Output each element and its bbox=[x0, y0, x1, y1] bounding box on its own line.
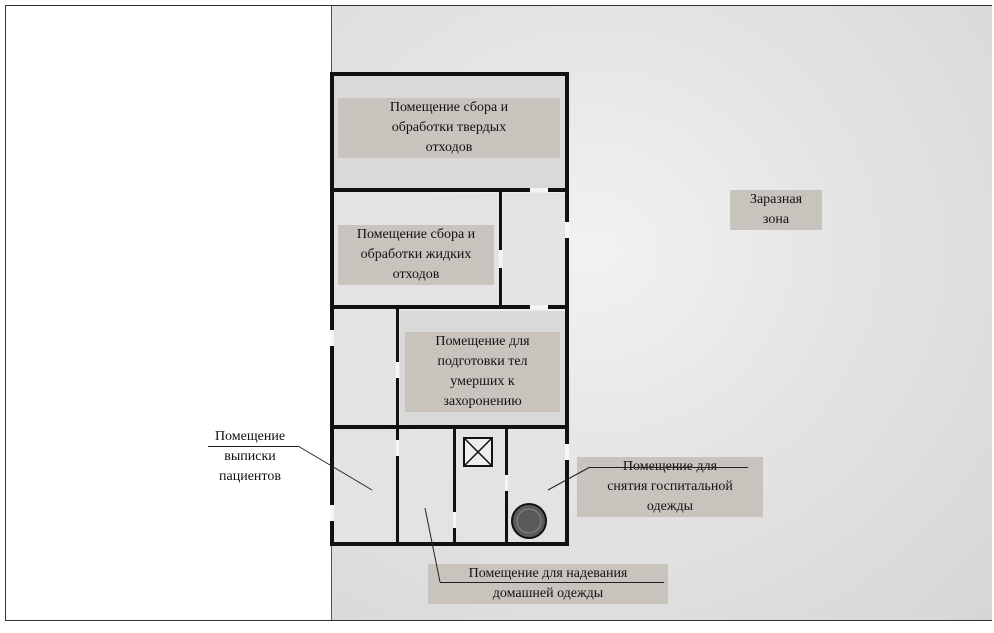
wall bbox=[396, 427, 399, 544]
label-zone: Заразная зона bbox=[730, 190, 822, 230]
room-corridor-left bbox=[333, 311, 395, 425]
label-dress-home: Помещение для надевания домашней одежды bbox=[428, 564, 668, 604]
label-solid-waste: Помещение сбора и обработки твердых отхо… bbox=[338, 98, 560, 158]
room-discharge bbox=[333, 430, 395, 542]
door bbox=[505, 475, 508, 491]
wall bbox=[330, 425, 569, 429]
wall bbox=[499, 190, 502, 307]
door bbox=[530, 188, 548, 192]
underline bbox=[440, 582, 664, 583]
label-liquid-waste: Помещение сбора и обработки жидких отход… bbox=[338, 225, 494, 285]
door bbox=[453, 512, 456, 528]
wall bbox=[330, 72, 569, 76]
door bbox=[499, 250, 502, 268]
room-dress-home bbox=[400, 430, 452, 542]
wall bbox=[330, 72, 334, 546]
room-liquid-waste-annex bbox=[503, 193, 565, 305]
door bbox=[396, 362, 399, 378]
wall bbox=[330, 305, 569, 309]
lift-icon bbox=[463, 437, 493, 467]
underline bbox=[590, 467, 748, 468]
label-bodies-prep: Помещение для подготовки тел умерших к з… bbox=[405, 332, 560, 412]
shower-icon bbox=[511, 503, 547, 539]
door bbox=[396, 440, 399, 456]
door bbox=[530, 305, 548, 309]
label-discharge: Помещение выписки пациентов bbox=[214, 429, 286, 484]
wall bbox=[330, 188, 569, 192]
wall bbox=[453, 427, 456, 544]
door bbox=[330, 330, 334, 346]
underline bbox=[208, 446, 298, 447]
door bbox=[330, 505, 334, 521]
door bbox=[565, 222, 569, 238]
door bbox=[565, 444, 569, 460]
wall bbox=[565, 72, 569, 546]
wall bbox=[330, 542, 569, 546]
